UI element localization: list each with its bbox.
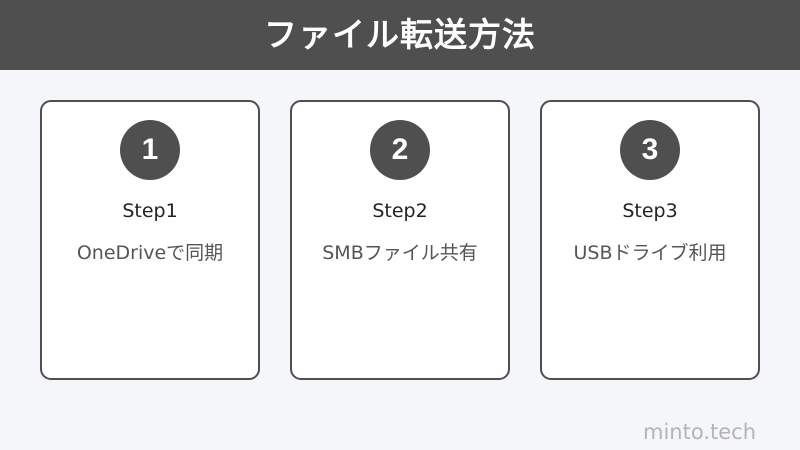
- site-watermark: minto.tech: [643, 420, 756, 444]
- step-number-badge: 3: [620, 120, 680, 180]
- header-bar: ファイル転送方法: [0, 0, 800, 70]
- step-label: Step1: [122, 200, 178, 222]
- step-label: Step3: [622, 200, 678, 222]
- step-label: Step2: [372, 200, 428, 222]
- step-number-badge: 2: [370, 120, 430, 180]
- step-description: USBドライブ利用: [573, 242, 727, 264]
- step-description: SMBファイル共有: [322, 242, 478, 264]
- page-title: ファイル転送方法: [264, 14, 536, 54]
- step-card-2: 2 Step2 SMBファイル共有: [290, 100, 510, 380]
- step-card-3: 3 Step3 USBドライブ利用: [540, 100, 760, 380]
- step-card-1: 1 Step1 OneDriveで同期: [40, 100, 260, 380]
- step-number-badge: 1: [120, 120, 180, 180]
- step-description: OneDriveで同期: [76, 242, 224, 264]
